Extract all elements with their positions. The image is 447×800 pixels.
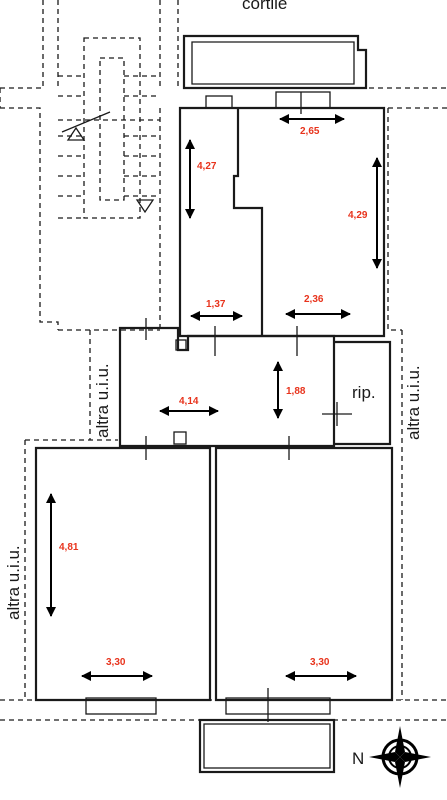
north-compass-icon — [369, 726, 431, 788]
upper-rooms — [178, 91, 386, 356]
lower-rooms — [34, 446, 394, 722]
courtyard-label: cortile — [242, 0, 287, 13]
neighbor-unit-label-lower-left: altra u.i.u. — [4, 545, 23, 620]
dim-narrow-room-height: 4,27 — [197, 161, 217, 172]
neighbor-unit-label-right: altra u.i.u. — [404, 365, 423, 440]
dim-upper-room-width-2: 2,36 — [304, 294, 324, 305]
dim-upper-room-height: 4,29 — [348, 210, 368, 221]
neighbor-unit-label-upper-left: altra u.i.u. — [93, 363, 112, 438]
dimension-arrows — [46, 114, 382, 681]
dim-hall-width: 4,14 — [179, 396, 199, 407]
dim-right-room-width: 3,30 — [310, 657, 330, 668]
dim-left-room-width: 3,30 — [106, 657, 126, 668]
dim-left-room-height: 4,81 — [59, 542, 79, 553]
hallway — [118, 318, 392, 460]
dim-narrow-room-width: 1,37 — [206, 299, 226, 310]
bottom-balcony — [198, 718, 336, 774]
compass-north-label: N — [352, 749, 364, 768]
dim-upper-room-width: 2,65 — [300, 126, 320, 137]
bottom-balcony-inner — [203, 723, 331, 769]
dim-hall-height: 1,88 — [286, 386, 306, 397]
storage-label: rip. — [352, 383, 376, 402]
stairwell — [58, 37, 160, 219]
top-balcony — [182, 34, 368, 90]
